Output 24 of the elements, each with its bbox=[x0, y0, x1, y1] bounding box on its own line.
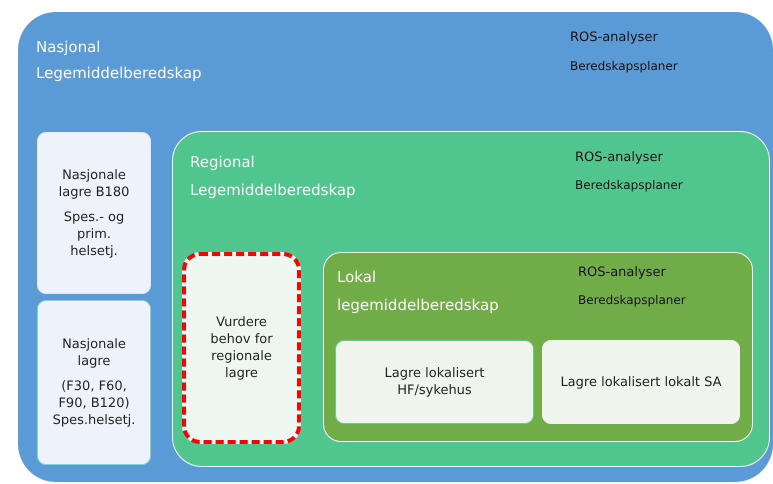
panel-heading: Nasjonal Legemiddelberedskap bbox=[36, 37, 203, 84]
storage-box bbox=[335, 340, 534, 424]
box-text: Lagre lokalisert lokalt SA bbox=[560, 374, 722, 390]
assessment-box bbox=[182, 252, 301, 444]
panel-heading: Regional Legemiddelberedskap bbox=[190, 152, 357, 201]
storage-box bbox=[542, 340, 740, 424]
panel-note: Beredskapsplaner bbox=[578, 292, 686, 309]
box-text: Lagre lokalisert HF/sykehus bbox=[384, 365, 486, 399]
storage-box bbox=[37, 132, 151, 294]
panel-note: ROS-analyser bbox=[578, 264, 666, 282]
panel-note: Beredskapsplaner bbox=[575, 177, 683, 194]
panel-heading: Lokal legemiddelberedskap bbox=[337, 267, 500, 316]
box-text: Vurdere behov for regionale lagre bbox=[209, 314, 274, 382]
panel-note: ROS-analyser bbox=[570, 29, 658, 47]
storage-box bbox=[37, 300, 151, 465]
panel-note: Beredskapsplaner bbox=[570, 58, 678, 75]
box-text: Nasjonale lagre bbox=[61, 336, 127, 370]
box-text: Nasjonale lagre B180 bbox=[58, 166, 130, 200]
local-panel bbox=[323, 252, 753, 442]
box-text: (F30, F60, F90, B120) Spes.helsetj. bbox=[52, 378, 136, 429]
box-text: Spes.- og prim. helsetj. bbox=[62, 208, 126, 260]
regional-panel bbox=[172, 131, 770, 467]
panel-note: ROS-analyser bbox=[575, 149, 663, 167]
national-panel bbox=[18, 12, 773, 482]
